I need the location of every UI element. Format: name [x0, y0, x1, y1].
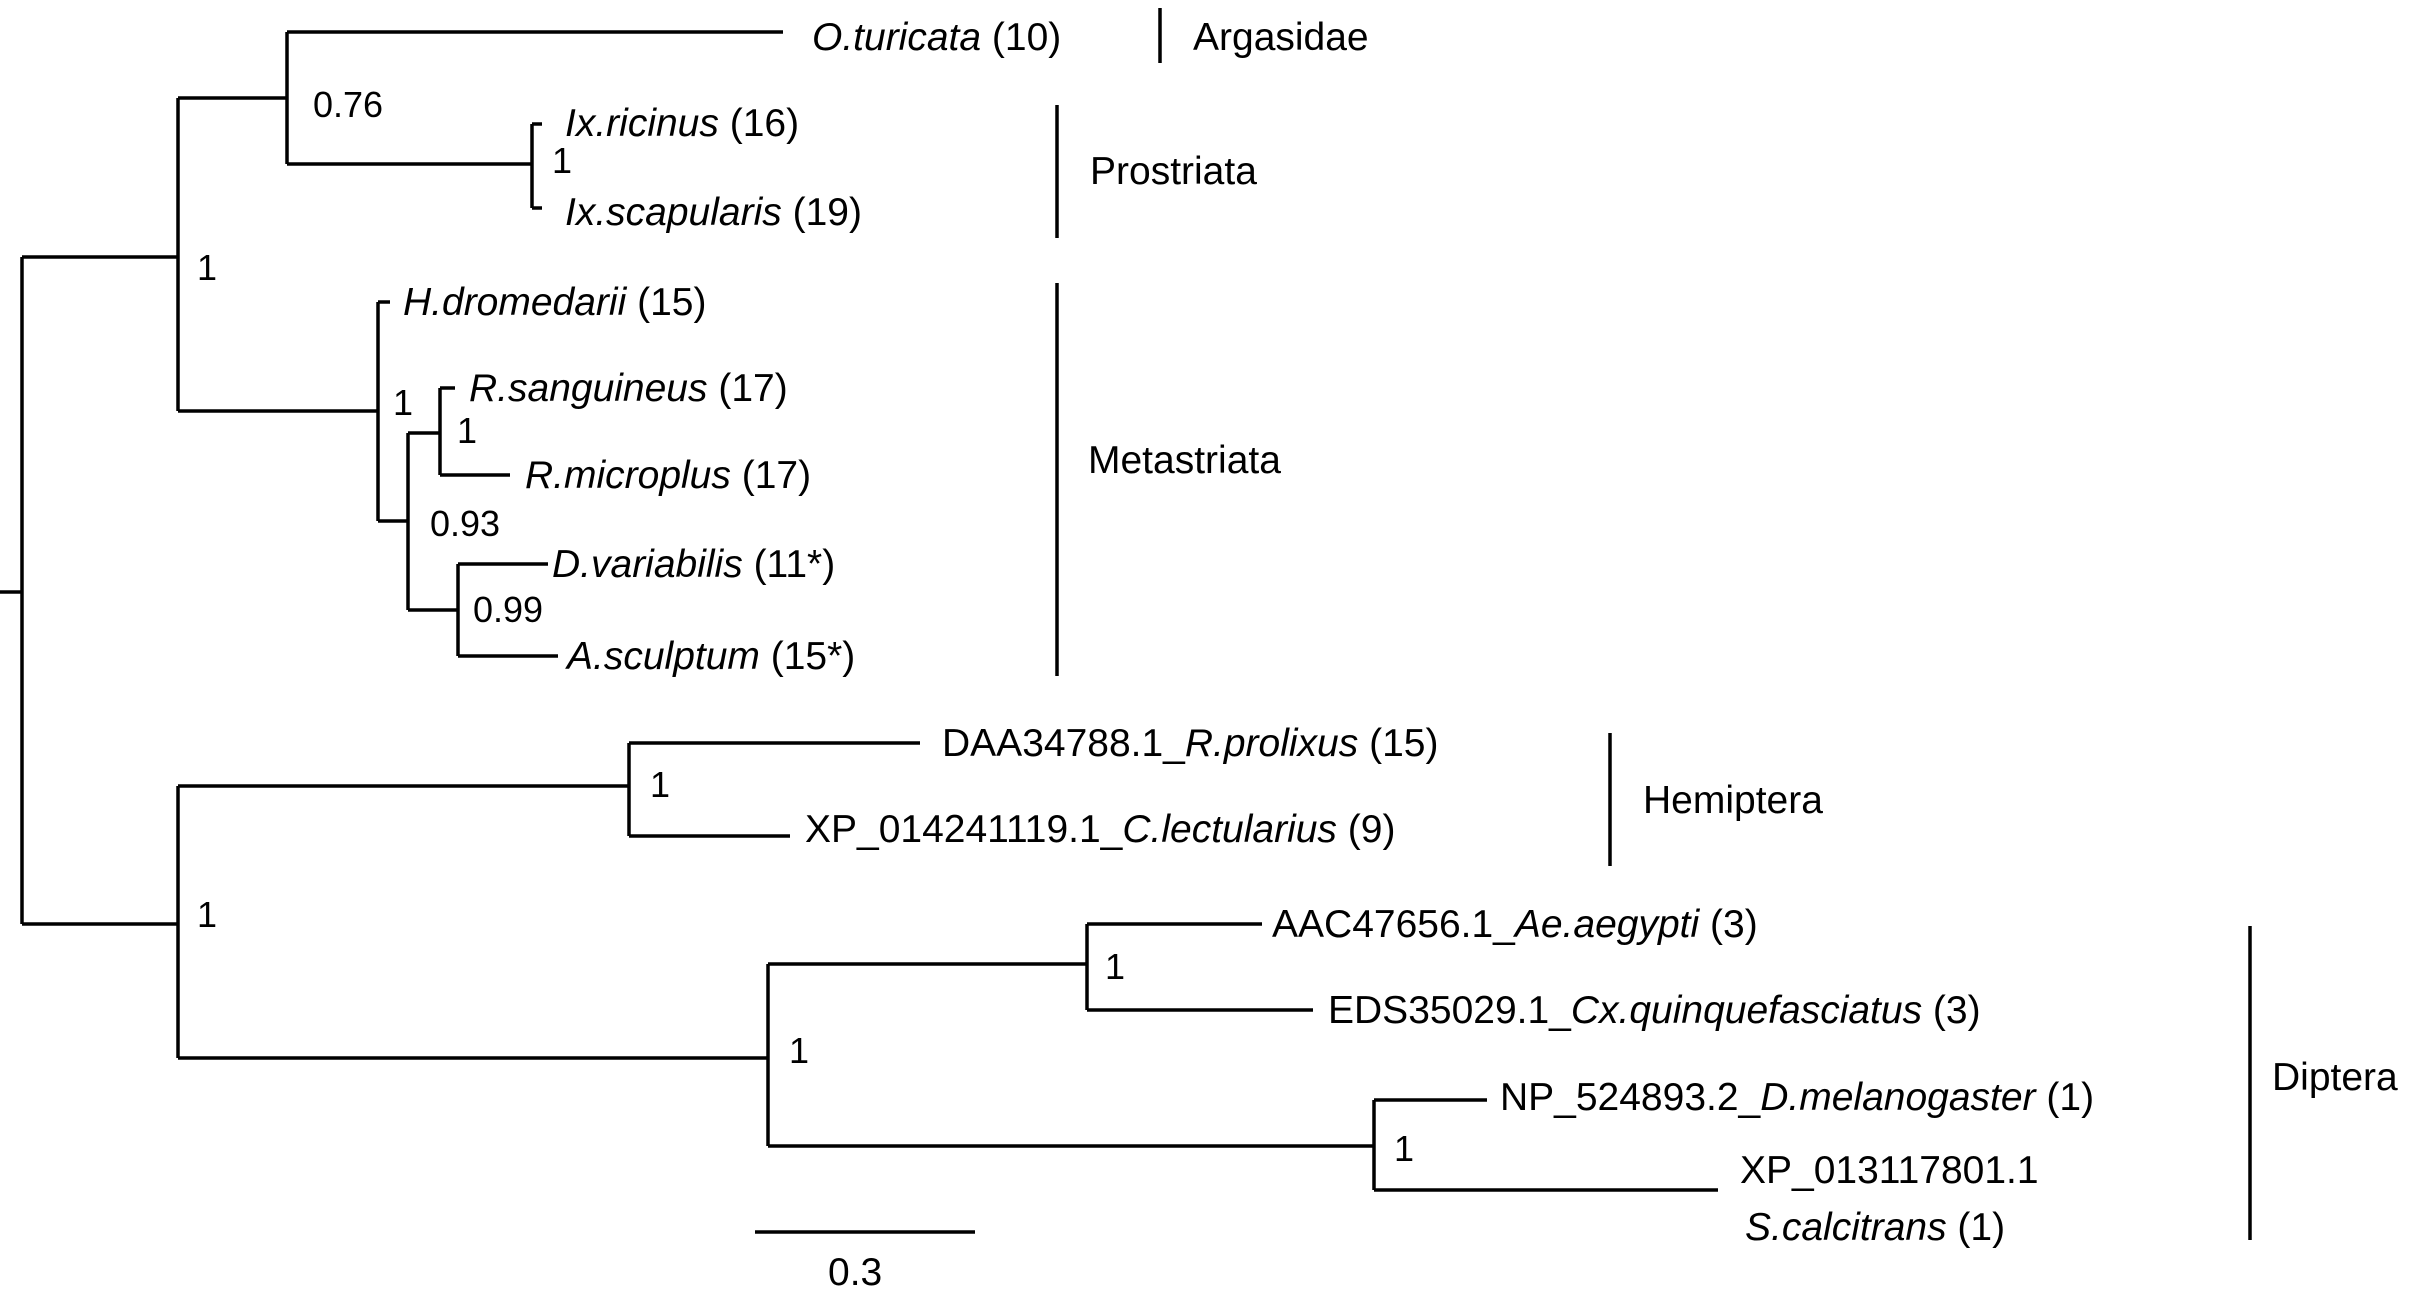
leaf-label-rmicroplus: R.microplus (17): [525, 454, 811, 497]
leaf-label-ixscapularis: Ix.scapularis (19): [565, 191, 862, 234]
support-derm-amb: 0.99: [473, 589, 543, 630]
support-insects: 1: [197, 894, 217, 935]
scale-bar-label: 0.3: [828, 1251, 882, 1291]
leaf-label-oturicata: O.turicata (10): [812, 16, 1061, 59]
support-values: 0.76 1 1 1 1 0.93 0.99 1 1 1 1 1: [197, 84, 1414, 1169]
support-ixodes: 1: [552, 140, 572, 181]
clade-label-diptera: Diptera: [2272, 1056, 2398, 1099]
support-rhipicephalus: 1: [457, 410, 477, 451]
leaf-label-dmelanogaster: NP_524893.2_D.melanogaster (1): [1500, 1076, 2094, 1119]
leaf-label-clectularius: XP_014241119.1_C.lectularius (9): [805, 808, 1395, 851]
support-culicidae: 1: [1105, 946, 1125, 987]
support-rhip-derm-amb: 0.93: [430, 503, 500, 544]
scale-bar: 0.3: [755, 1230, 975, 1291]
leaf-labels: O.turicata (10) Ix.ricinus (16) Ix.scapu…: [403, 16, 2094, 1249]
leaf-label-hdromedarii: H.dromedarii (15): [403, 281, 706, 324]
support-ticks: 1: [197, 247, 217, 288]
clade-label-hemiptera: Hemiptera: [1643, 779, 1823, 822]
tree-branches: [0, 30, 1718, 1192]
leaf-label-rsanguineus: R.sanguineus (17): [469, 367, 788, 410]
support-hemiptera: 1: [650, 764, 670, 805]
leaf-label-dvariabilis: D.variabilis (11*): [552, 543, 835, 586]
leaf-label-rprolixus: DAA34788.1_R.prolixus (15): [942, 722, 1438, 765]
support-muscomorpha: 1: [1394, 1128, 1414, 1169]
leaf-label-scalcitrans: S.calcitrans (1): [1745, 1206, 2005, 1249]
clade-brackets: Argasidae Prostriata Metastriata Hemipte…: [1055, 8, 2398, 1240]
clade-label-argasidae: Argasidae: [1193, 16, 1369, 59]
leaf-label-aeaegypti: AAC47656.1_Ae.aegypti (3): [1272, 903, 1758, 946]
support-argasidae-ixodes: 0.76: [313, 84, 383, 125]
leaf-label-scalcitrans-accession: XP_013117801.1: [1740, 1149, 2039, 1192]
support-metastriata: 1: [393, 382, 413, 423]
clade-label-prostriata: Prostriata: [1090, 150, 1257, 193]
leaf-label-asculptum: A.sculptum (15*): [565, 635, 855, 678]
support-diptera: 1: [789, 1030, 809, 1071]
clade-label-metastriata: Metastriata: [1088, 439, 1281, 482]
leaf-label-ixricinus: Ix.ricinus (16): [565, 102, 799, 145]
leaf-label-cxquinque: EDS35029.1_Cx.quinquefasciatus (3): [1328, 989, 1981, 1032]
